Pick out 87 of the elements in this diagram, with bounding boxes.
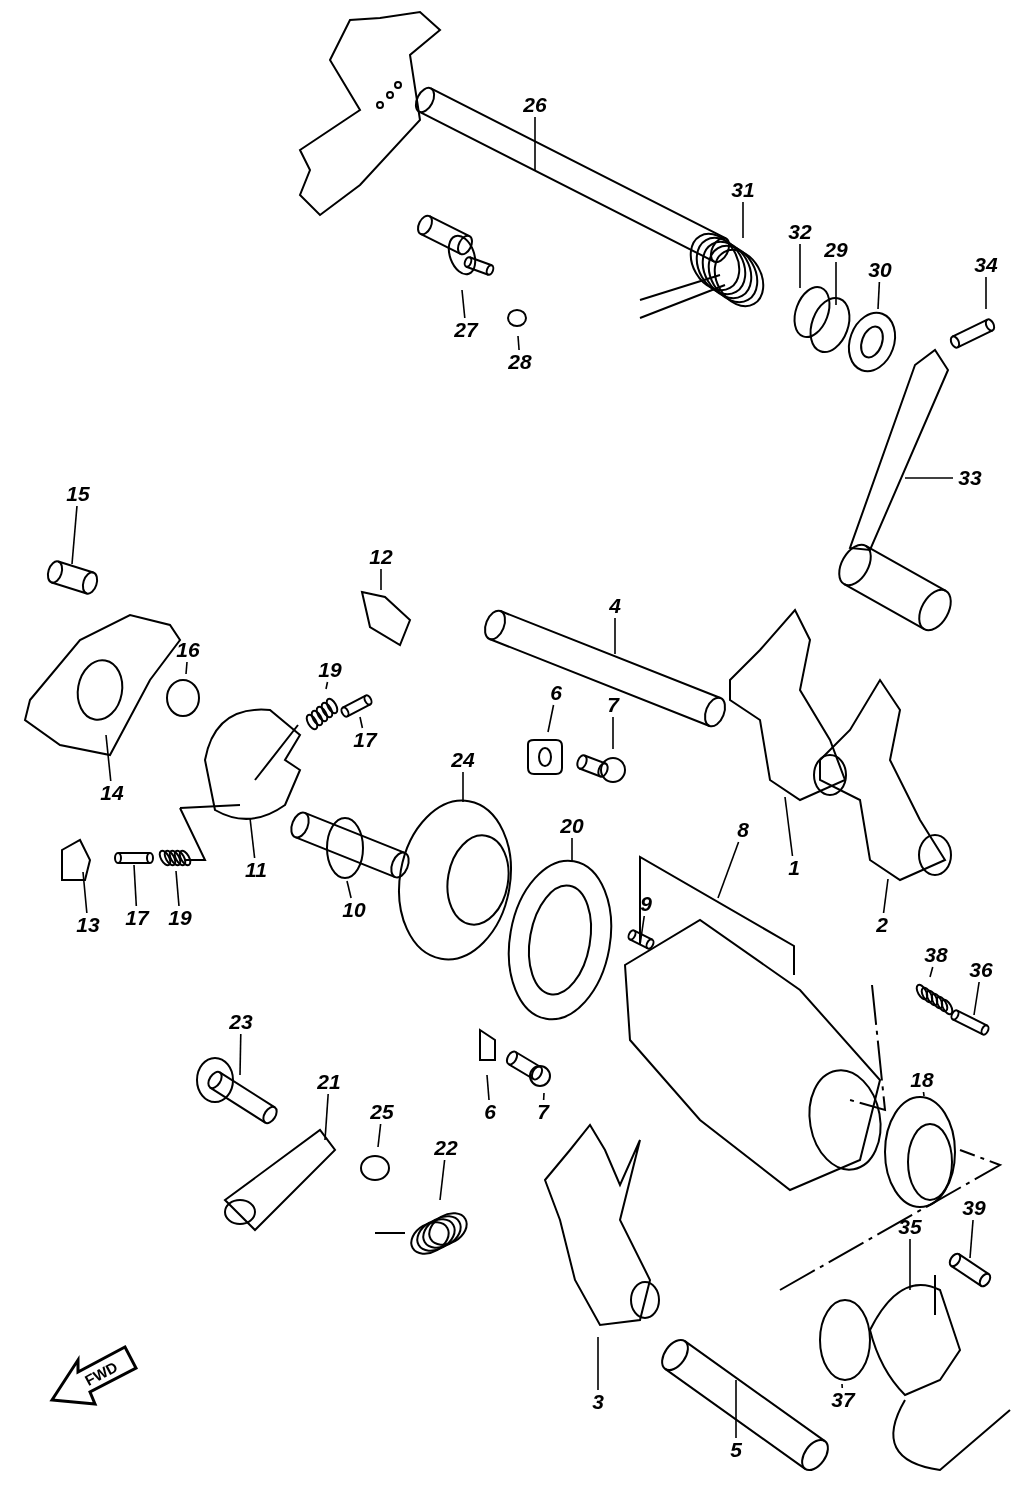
callout-number: 19 [313, 658, 347, 682]
callout-number: 14 [95, 781, 129, 805]
callout-number: 39 [957, 1196, 991, 1220]
callout-number: 16 [171, 638, 205, 662]
leader-line [841, 1383, 844, 1389]
leader-line [985, 276, 987, 310]
callout-number: 1 [777, 856, 811, 880]
callout-number: 5 [719, 1438, 753, 1462]
callout-number: 34 [969, 253, 1003, 277]
leader-line [377, 1123, 382, 1148]
leader-line [882, 878, 889, 914]
callout-number: 12 [364, 545, 398, 569]
leader-line [835, 261, 837, 306]
callout-number: 27 [449, 318, 483, 342]
callout-number: 28 [503, 350, 537, 374]
leader-line [517, 335, 520, 351]
callout-number: 17 [120, 906, 154, 930]
callout-number: 25 [365, 1100, 399, 1124]
callout-number: 8 [726, 818, 760, 842]
leader-line [380, 568, 382, 591]
leader-line [534, 116, 536, 171]
leader-line [969, 1219, 974, 1259]
callout-number: 7 [526, 1100, 560, 1124]
callout-number: 3 [581, 1390, 615, 1414]
leader-line [571, 837, 573, 862]
leader-line [784, 796, 794, 857]
leader-line [904, 477, 954, 479]
leader-line [175, 870, 180, 907]
leader-line [325, 681, 329, 690]
leader-line [133, 864, 138, 907]
callout-number: 7 [596, 693, 630, 717]
leader-line [346, 880, 352, 899]
callout-number: 9 [629, 892, 663, 916]
callout-number: 29 [819, 238, 853, 262]
callout-number: 35 [893, 1215, 927, 1239]
callout-number: 30 [863, 258, 897, 282]
callout-number: 23 [224, 1010, 258, 1034]
leader-line [105, 734, 112, 782]
callout-number: 19 [163, 906, 197, 930]
callout-number: 2 [865, 913, 899, 937]
callout-number: 26 [518, 93, 552, 117]
leader-line [249, 817, 256, 859]
callout-number: 38 [919, 943, 953, 967]
leader-line [597, 1336, 599, 1391]
leader-line [639, 915, 646, 946]
leader-line [185, 661, 188, 675]
leader-line [82, 871, 88, 914]
callout-number: 13 [71, 913, 105, 937]
leader-line [735, 1379, 737, 1439]
leader-line [486, 1074, 490, 1101]
callout-number: 4 [598, 594, 632, 618]
callout-number: 31 [726, 178, 760, 202]
leader-line [717, 841, 740, 899]
leader-line [461, 289, 466, 319]
leader-line [612, 716, 614, 750]
leader-line [909, 1238, 911, 1291]
leader-line [799, 243, 801, 289]
leader-line [439, 1159, 446, 1201]
leader-line [614, 617, 616, 655]
callout-number: 17 [348, 728, 382, 752]
callout-number: 22 [429, 1136, 463, 1160]
callout-number: 33 [953, 466, 987, 490]
callout-number: 21 [312, 1070, 346, 1094]
leader-line [547, 704, 555, 733]
callout-number: 20 [555, 814, 589, 838]
callout-number: 37 [826, 1388, 860, 1412]
callout-number: 6 [473, 1100, 507, 1124]
callout-number: 24 [446, 748, 480, 772]
callout-number: 6 [539, 681, 573, 705]
direction-label: FWD [82, 1358, 121, 1389]
leader-line [542, 1092, 545, 1101]
callout-number: 10 [337, 898, 371, 922]
leader-line [324, 1093, 329, 1141]
leader-line [929, 966, 934, 978]
callout-number: 36 [964, 958, 998, 982]
callout-number: 18 [905, 1068, 939, 1092]
leader-line [359, 716, 364, 729]
leader-line [973, 981, 980, 1016]
leader-line [462, 771, 464, 803]
leader-line [922, 1091, 925, 1097]
leader-line [877, 281, 881, 310]
callout-number: 15 [61, 482, 95, 506]
leader-line [742, 201, 744, 239]
callout-number: 32 [783, 220, 817, 244]
callout-number: 11 [239, 858, 273, 882]
leader-line [71, 505, 78, 565]
leader-line [239, 1033, 242, 1076]
